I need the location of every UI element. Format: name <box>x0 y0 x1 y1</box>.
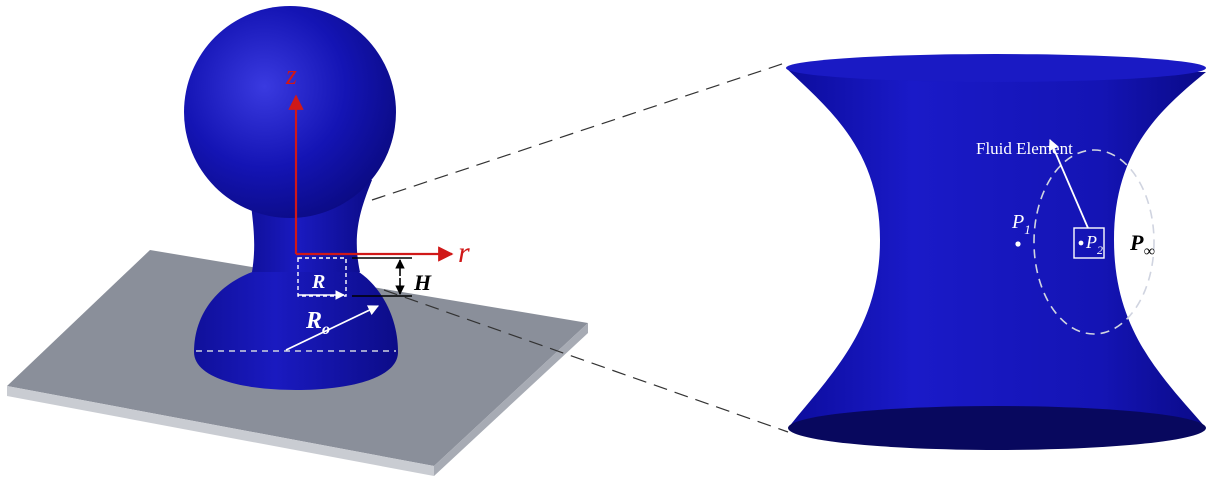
z-axis-label: z <box>285 60 297 91</box>
r-axis-label: r <box>458 236 470 269</box>
fluid-element-label: Fluid Element <box>976 139 1073 158</box>
zoomed-bridge-bottom-cap <box>788 406 1206 450</box>
point-p2-subscript: 2 <box>1097 243 1103 257</box>
plate-front-side <box>7 386 434 476</box>
point-p1-dot <box>1015 241 1021 247</box>
zoomed-liquid-bridge <box>786 68 1206 446</box>
radius-Ro-label: Ro <box>305 308 330 338</box>
drop-base-lobe <box>194 270 398 390</box>
fluid-element-arrow <box>1048 139 1089 229</box>
point-p2-dot <box>1078 240 1084 246</box>
point-p-infinity-subscript: ∞ <box>1143 243 1154 260</box>
fluid-element-box <box>1073 227 1105 259</box>
point-p1-label: P1 <box>1011 211 1031 237</box>
radius-R-label: R <box>311 271 325 293</box>
radius-Ro-subscript: o <box>322 321 330 338</box>
drop-sphere <box>184 6 396 218</box>
plate-right-side <box>434 323 588 476</box>
point-p1-subscript: 1 <box>1024 222 1031 237</box>
point-p-infinity-label: P∞ <box>1129 230 1155 260</box>
zoomed-bridge-top-cap <box>786 54 1206 82</box>
radius-R-box <box>297 257 347 297</box>
point-p2-label: P2 <box>1085 232 1103 257</box>
height-H-label: H <box>413 270 432 295</box>
radius-Ro-arrow <box>285 305 379 351</box>
zoom-leader-top <box>371 61 789 201</box>
fluid-region-dashed-ellipse <box>1033 149 1155 335</box>
zoom-leader-bottom <box>383 289 789 433</box>
